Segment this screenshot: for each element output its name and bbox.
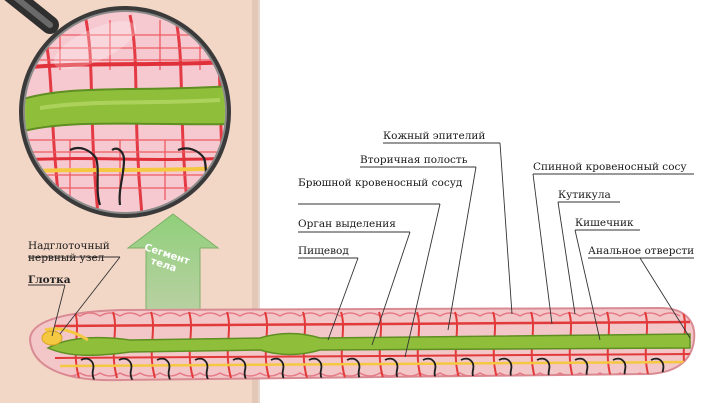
nephridium bbox=[384, 357, 404, 381]
nephridium bbox=[194, 357, 214, 381]
nephridium bbox=[422, 357, 442, 381]
fold-shadow bbox=[252, 0, 260, 403]
nephridium bbox=[498, 357, 518, 381]
label-intestine: Кишечник bbox=[575, 217, 634, 229]
nephridia-organs bbox=[80, 357, 695, 381]
nephridium bbox=[80, 357, 100, 381]
magnifier-lens bbox=[19, 6, 231, 218]
worm-body bbox=[28, 306, 696, 382]
nephridium bbox=[156, 357, 176, 381]
nephridium bbox=[574, 357, 594, 381]
label-skin-epithelium: Кожный эпителий bbox=[383, 130, 486, 142]
label-pharynx: Глотка bbox=[28, 274, 71, 286]
label-esophagus: Пищевод bbox=[298, 245, 349, 257]
label-secondary-cavity: Вторичная полость bbox=[360, 154, 468, 166]
label-cuticle: Кутикула bbox=[558, 189, 611, 201]
nephridium bbox=[650, 357, 670, 381]
nephridium bbox=[308, 357, 328, 381]
nephridium bbox=[232, 357, 252, 381]
label-anal-opening: Анальное отверсти bbox=[588, 245, 695, 257]
label-suprapharyngeal-ganglion: Надглоточный нервный узел bbox=[28, 240, 110, 264]
nephridium bbox=[460, 357, 480, 381]
nephridium bbox=[270, 357, 290, 381]
nephridium bbox=[536, 357, 556, 381]
label-excretory-organ: Орган выделения bbox=[298, 218, 396, 230]
nephridium bbox=[346, 357, 366, 381]
leader-lines bbox=[28, 142, 694, 358]
magnifier-handle bbox=[4, 0, 59, 34]
label-dorsal-vessel: Спинной кровеносный сосу bbox=[533, 161, 687, 173]
nephridium bbox=[688, 357, 695, 381]
label-ventral-vessel: Брюшной кровеносный сосуд bbox=[298, 177, 463, 189]
nephridium bbox=[118, 357, 138, 381]
nephridium bbox=[612, 357, 632, 381]
